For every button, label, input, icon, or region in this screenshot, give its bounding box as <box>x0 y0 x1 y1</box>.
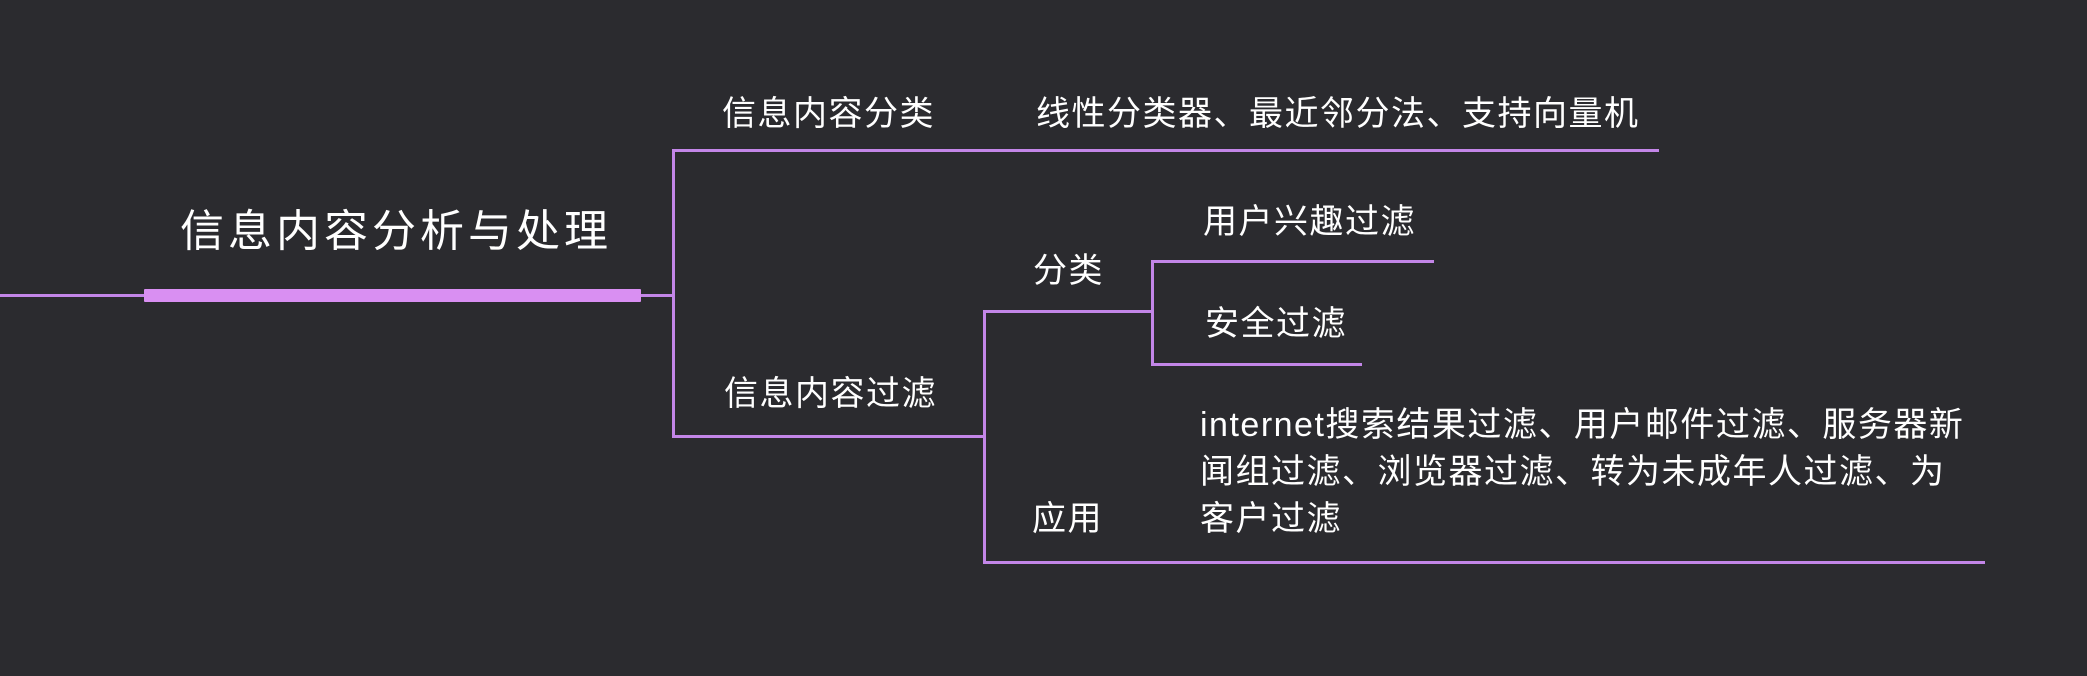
connector-branch-filtering <box>672 435 986 438</box>
node-label-applications-detail[interactable]: internet搜索结果过滤、用户邮件过滤、服务器新 闻组过滤、浏览器过滤、转为… <box>1200 402 1964 543</box>
applications-detail-line-3: 客户过滤 <box>1200 500 1342 538</box>
connector-filtering-fork-vertical <box>983 310 986 564</box>
node-label-user-interest-filter[interactable]: 用户兴趣过滤 <box>1203 203 1416 241</box>
node-label-fenlei[interactable]: 分类 <box>1033 252 1104 290</box>
root-node-underline-bar[interactable] <box>144 289 641 302</box>
node-label-classification[interactable]: 信息内容分类 <box>722 95 935 133</box>
connector-fenlei-fork-vertical <box>1151 260 1154 366</box>
node-label-filtering[interactable]: 信息内容过滤 <box>724 375 937 413</box>
connector-leaf-user-interest <box>1151 260 1434 263</box>
connector-leaf-security <box>1151 363 1362 366</box>
node-label-classifier-methods[interactable]: 线性分类器、最近邻分法、支持向量机 <box>1036 95 1640 133</box>
node-label-security-filter[interactable]: 安全过滤 <box>1205 305 1347 343</box>
applications-detail-line-1: internet搜索结果过滤、用户邮件过滤、服务器新 <box>1200 406 1965 444</box>
node-label-yingyong[interactable]: 应用 <box>1032 500 1103 538</box>
connector-root-to-trunk <box>641 294 675 297</box>
connector-trunk-vertical <box>672 149 675 438</box>
connector-subbranch-yingyong <box>983 561 1985 564</box>
connector-subbranch-fenlei <box>983 310 1154 313</box>
connector-branch-classification <box>672 149 1659 152</box>
applications-detail-line-2: 闻组过滤、浏览器过滤、转为未成年人过滤、为 <box>1200 453 1946 491</box>
connector-left-edge-to-root <box>0 294 144 297</box>
node-label-root[interactable]: 信息内容分析与处理 <box>180 207 612 256</box>
